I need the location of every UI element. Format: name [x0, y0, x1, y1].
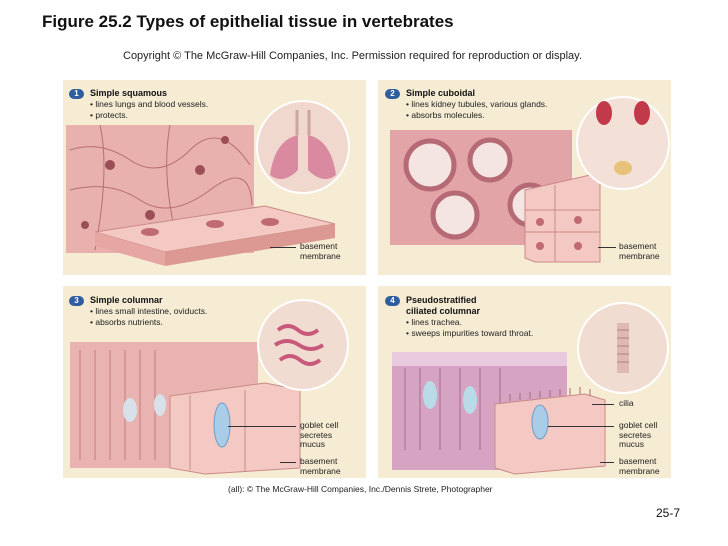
panel-1-heading: 1 Simple squamous • lines lungs and blood… — [69, 88, 208, 121]
panel-2-bullet-2: • absorbs molecules. — [406, 110, 485, 120]
panel-4-bullet-2: • sweeps impurities toward throat. — [406, 328, 534, 338]
leader-p4-goblet — [548, 426, 614, 427]
panel-4-title-line-1: Pseudostratified — [406, 295, 477, 305]
panel-3-number: 3 — [69, 295, 84, 306]
panel-3-bullet-1: • lines small intestine, oviducts. — [90, 306, 208, 316]
panel-2-number: 2 — [385, 88, 400, 99]
panel-1-title: Simple squamous — [90, 88, 168, 98]
trachea-inset — [577, 302, 669, 394]
panel-2-bullet-1: • lines kidney tubules, various glands. — [406, 99, 548, 109]
pseudostratified-block — [494, 387, 606, 475]
lungs-inset — [256, 100, 350, 194]
p4-cilia-label: cilia — [619, 398, 634, 408]
panel-1-bullet-1: • lines lungs and blood vessels. — [90, 99, 209, 109]
leader-p3-goblet — [228, 426, 296, 427]
page-number: 25-7 — [656, 506, 681, 520]
panel-4-number: 4 — [385, 295, 400, 306]
copyright-notice: Copyright © The McGraw-Hill Companies, I… — [123, 50, 582, 62]
columnar-block — [169, 382, 301, 475]
figure-title: Figure 25.2 Types of epithelial tissue i… — [42, 12, 454, 31]
photo-credit: (all): © The McGraw-Hill Companies, Inc.… — [228, 484, 493, 494]
kidney-torso-inset — [576, 96, 670, 190]
intestine-inset — [257, 299, 349, 391]
panel-4-heading: 4 Pseudostratified ciliated columnar • li… — [385, 295, 533, 339]
squamous-block — [94, 205, 336, 266]
panel-2-heading: 2 Simple cuboidal • lines kidney tubules,… — [385, 88, 547, 121]
panel-3-bullet-2: • absorbs nutrients. — [90, 317, 163, 327]
leader-p2-basement — [598, 247, 616, 248]
panel-4-bullet-1: • lines trachea. — [406, 317, 462, 327]
leader-p4-cilia — [592, 404, 614, 405]
cuboidal-block — [524, 174, 601, 263]
panel-2-title: Simple cuboidal — [406, 88, 476, 98]
panel-4-title-line-2: ciliated columnar — [406, 306, 481, 316]
panel-1-bullet-2: • protects. — [90, 110, 128, 120]
panel-3-title: Simple columnar — [90, 295, 163, 305]
panel-3-heading: 3 Simple columnar • lines small intestine… — [69, 295, 207, 328]
leader-p1-basement — [270, 247, 296, 248]
leader-p4-basement — [600, 462, 614, 463]
leader-p3-basement — [280, 462, 296, 463]
panel-1-number: 1 — [69, 88, 84, 99]
